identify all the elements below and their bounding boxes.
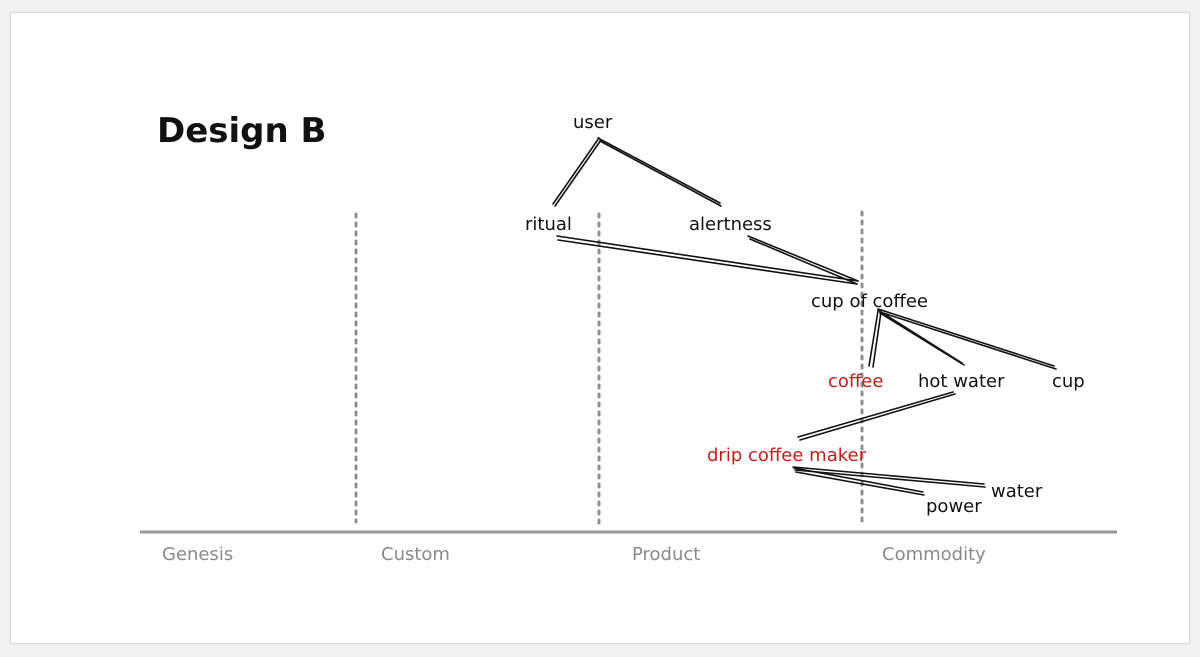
diagram-canvas: [10, 12, 1190, 644]
axis-label-custom: Custom: [381, 544, 450, 565]
node-coffee: coffee: [828, 371, 883, 392]
axis-label-commodity: Commodity: [882, 544, 986, 565]
link-hot-water-drip-coffee-maker: [797, 391, 956, 441]
axis-labels: Genesis Custom Product Commodity: [162, 544, 986, 565]
link-cup-of-coffee-hot-water: [877, 309, 965, 366]
node-alertness: alertness: [689, 214, 772, 235]
node-labels: user ritual alertness cup of coffee coff…: [525, 112, 1085, 517]
link-drip-coffee-maker-water: [792, 466, 986, 488]
node-cup-of-coffee: cup of coffee: [811, 291, 928, 312]
link-alertness-cup-of-coffee: [747, 235, 859, 285]
node-water: water: [991, 481, 1043, 502]
link-cup-of-coffee-cup: [877, 308, 1057, 370]
node-user: user: [573, 112, 613, 133]
node-power: power: [926, 496, 982, 517]
link-ritual-cup-of-coffee: [556, 235, 859, 285]
node-cup: cup: [1052, 371, 1085, 392]
link-drip-coffee-maker-power: [793, 467, 925, 496]
axis-label-genesis: Genesis: [162, 544, 233, 565]
link-user-alertness: [597, 137, 722, 207]
diagram-title: Design B: [157, 111, 326, 151]
link-user-ritual: [552, 137, 602, 207]
links: [552, 137, 1057, 496]
node-drip-coffee-maker: drip coffee maker: [707, 445, 867, 466]
link-cup-of-coffee-coffee: [868, 310, 882, 368]
node-ritual: ritual: [525, 214, 572, 235]
stage-dividers: [354, 210, 864, 526]
node-hot-water: hot water: [918, 371, 1005, 392]
axis-label-product: Product: [632, 544, 700, 565]
